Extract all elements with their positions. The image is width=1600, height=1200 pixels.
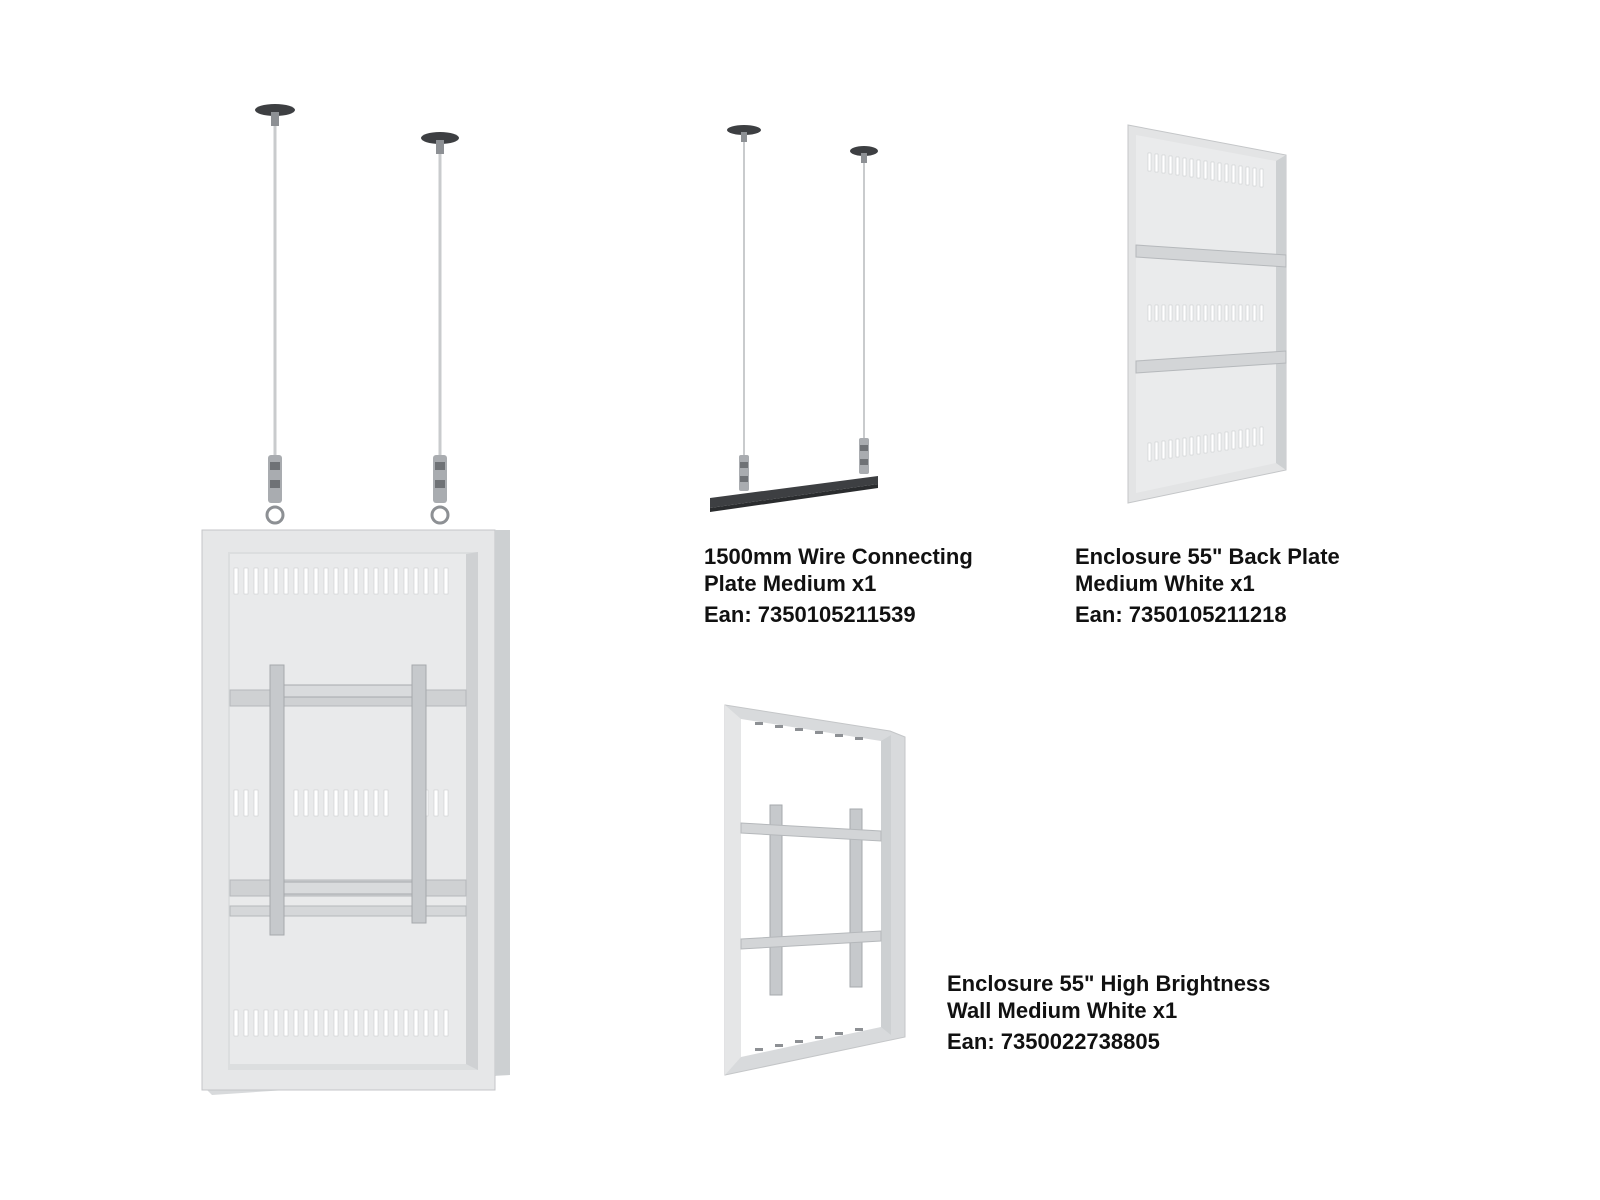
vesa-mount-arms xyxy=(269,664,427,936)
high-brightness-wall-image xyxy=(724,704,906,1076)
assembled-hanging-enclosure-image xyxy=(201,104,510,1095)
frame-slots-top xyxy=(755,722,863,740)
product-name-line2: Plate Medium x1 xyxy=(704,571,877,596)
product-name-line1: Enclosure 55" High Brightness xyxy=(947,971,1271,996)
ceiling-mount-left xyxy=(255,104,295,126)
vent-slots-top xyxy=(1147,152,1264,188)
vent-slots-bottom xyxy=(1147,426,1264,462)
turnbuckle-left xyxy=(739,455,749,491)
caption-back-plate: Enclosure 55" Back Plate Medium White x1… xyxy=(1075,543,1340,628)
vent-slots-middle xyxy=(1147,304,1264,322)
caption-wire-connecting-plate: 1500mm Wire Connecting Plate Medium x1 E… xyxy=(704,543,973,628)
product-name-line1: 1500mm Wire Connecting xyxy=(704,544,973,569)
vent-slots-top xyxy=(233,567,449,595)
product-ean: Ean: 7350105211539 xyxy=(704,602,916,627)
caption-high-brightness-wall: Enclosure 55" High Brightness Wall Mediu… xyxy=(947,970,1270,1055)
back-plate-rails xyxy=(1135,244,1287,374)
vent-slots-bottom xyxy=(233,1009,449,1037)
ceiling-mount-left xyxy=(727,125,761,142)
product-name-line2: Medium White x1 xyxy=(1075,571,1255,596)
turnbuckle-right xyxy=(859,438,869,474)
back-plate-image xyxy=(1127,124,1287,504)
frame-slots-bottom xyxy=(755,1028,863,1051)
ceiling-mount-right xyxy=(850,146,878,163)
product-ean: Ean: 7350022738805 xyxy=(947,1029,1160,1054)
wall-mount-arms xyxy=(740,804,882,996)
turnbuckle-left xyxy=(265,455,285,525)
product-name-line1: Enclosure 55" Back Plate xyxy=(1075,544,1340,569)
ceiling-mount-right xyxy=(421,132,459,154)
product-name-line2: Wall Medium White x1 xyxy=(947,998,1178,1023)
wire-connecting-plate-image xyxy=(710,125,878,512)
turnbuckle-right xyxy=(430,455,450,525)
connecting-plate-bar xyxy=(710,476,878,512)
product-ean: Ean: 7350105211218 xyxy=(1075,602,1287,627)
